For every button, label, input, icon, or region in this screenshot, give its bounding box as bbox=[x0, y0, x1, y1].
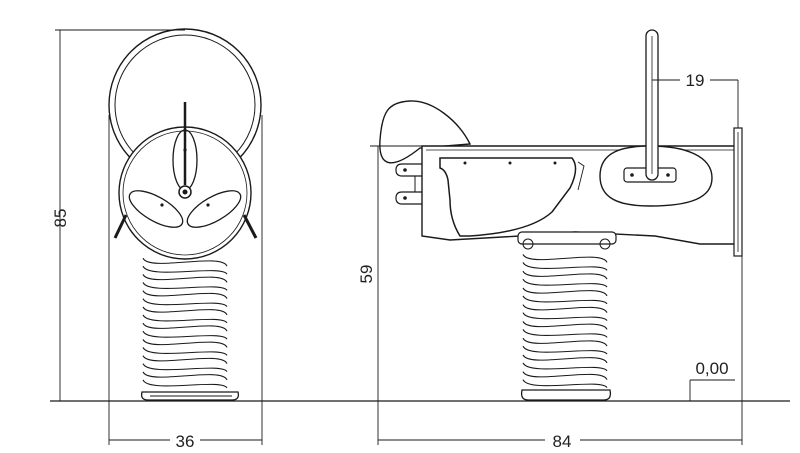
front-base bbox=[140, 391, 240, 401]
spring-coil bbox=[142, 274, 228, 283]
spring-coil bbox=[522, 270, 608, 280]
spring-coil bbox=[142, 282, 228, 291]
dim-front-height: 85 bbox=[51, 29, 185, 401]
dim-side-height: 59 bbox=[357, 145, 422, 401]
spring-coil bbox=[522, 379, 608, 389]
dim-front-width-label: 36 bbox=[176, 432, 195, 451]
spring-coil bbox=[522, 278, 608, 288]
side-base bbox=[520, 389, 612, 401]
front-spring bbox=[142, 257, 228, 389]
dim-handle-offset-label: 19 bbox=[686, 71, 705, 90]
spring-coil bbox=[142, 257, 228, 267]
side-view bbox=[379, 29, 743, 401]
dim-handle-offset: 19 bbox=[652, 71, 739, 128]
spring-coil bbox=[142, 355, 228, 364]
spring-coil bbox=[522, 345, 608, 355]
side-nose bbox=[379, 100, 472, 164]
dim-side-height-label: 59 bbox=[357, 265, 376, 284]
spring-coil bbox=[522, 337, 608, 347]
spring-coil bbox=[142, 322, 228, 332]
spring-coil bbox=[142, 347, 228, 356]
spring-coil bbox=[142, 290, 228, 299]
front-view bbox=[108, 28, 262, 401]
side-seat bbox=[439, 157, 577, 237]
spring-coil bbox=[142, 339, 228, 348]
side-foot-rests bbox=[395, 163, 422, 205]
dim-front-height-label: 85 bbox=[51, 209, 70, 228]
spring-coil bbox=[142, 371, 228, 381]
spring-coil bbox=[142, 306, 228, 316]
spring-coil bbox=[522, 371, 608, 380]
side-spring bbox=[522, 254, 608, 389]
propeller-icon bbox=[128, 129, 242, 228]
spring-coil bbox=[142, 314, 228, 324]
spring-coil bbox=[142, 363, 228, 373]
spring-coil bbox=[522, 312, 608, 322]
spring-coil bbox=[522, 329, 608, 338]
spring-coil bbox=[522, 354, 608, 364]
spring-coil bbox=[142, 265, 228, 275]
spring-coil bbox=[522, 304, 608, 313]
spring-coil bbox=[522, 295, 608, 305]
dim-ground-level-label: 0,00 bbox=[695, 359, 728, 378]
spring-coil bbox=[522, 254, 608, 263]
spring-coil bbox=[522, 262, 608, 271]
spring-coil bbox=[522, 287, 608, 297]
spring-coil bbox=[142, 330, 228, 340]
spring-coil bbox=[142, 298, 228, 308]
front-right-peg bbox=[242, 214, 258, 239]
front-left-peg bbox=[113, 214, 128, 239]
dim-side-width: 84 bbox=[377, 256, 743, 451]
dim-front-width: 36 bbox=[108, 115, 263, 451]
spring-coil bbox=[522, 321, 608, 330]
dim-side-width-label: 84 bbox=[553, 432, 572, 451]
spring-coil bbox=[522, 362, 608, 372]
dim-ground-level: 0,00 bbox=[689, 359, 735, 401]
spring-coil bbox=[142, 379, 228, 389]
